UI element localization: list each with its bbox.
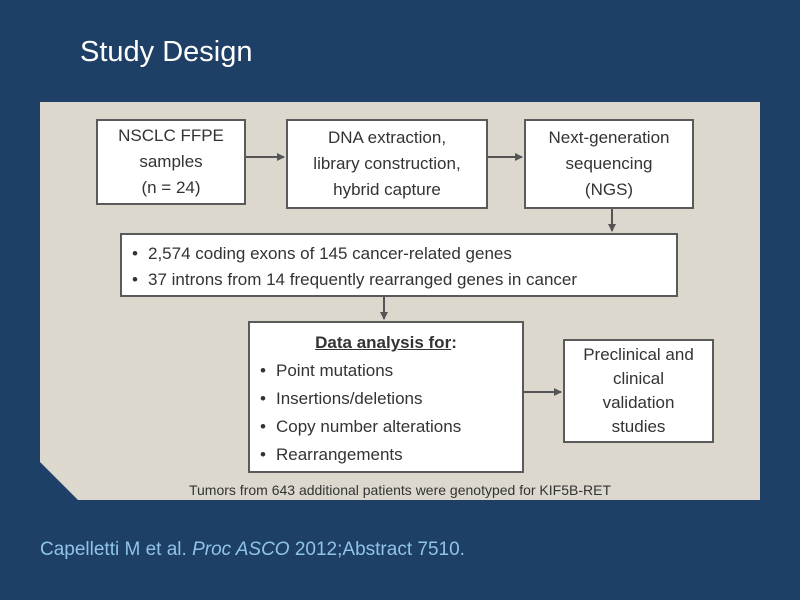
- ngs-box: Next-generation sequencing (NGS): [524, 119, 694, 209]
- ngs-line-1: Next-generation: [548, 128, 670, 147]
- samples-line-2: samples: [139, 152, 203, 171]
- validation-box: Preclinical and clinical validation stud…: [563, 339, 714, 443]
- slide-title: Study Design: [80, 36, 253, 68]
- analysis-item: Insertions/deletions: [250, 385, 522, 413]
- citation-journal: Proc ASCO: [192, 539, 290, 560]
- coverage-item: 2,574 coding exons of 145 cancer-related…: [122, 241, 676, 267]
- dna-line-2: library construction,: [313, 154, 461, 173]
- ngs-line-3: (NGS): [584, 180, 634, 199]
- validation-line-2: clinical: [612, 369, 665, 388]
- validation-line-4: studies: [611, 417, 666, 436]
- validation-line-1: Preclinical and: [583, 345, 694, 364]
- coverage-box: 2,574 coding exons of 145 cancer-related…: [120, 233, 678, 297]
- validation-line-3: validation: [602, 393, 675, 412]
- samples-box: NSCLC FFPE samples (n = 24): [96, 119, 246, 205]
- coverage-item: 37 introns from 14 frequently rearranged…: [122, 267, 676, 293]
- dna-line-3: hybrid capture: [333, 180, 441, 199]
- citation: Capelletti M et al. Proc ASCO 2012;Abstr…: [40, 539, 465, 561]
- dna-extraction-box: DNA extraction, library construction, hy…: [286, 119, 488, 209]
- analysis-item: Rearrangements: [250, 441, 522, 469]
- dna-line-1: DNA extraction,: [327, 128, 447, 147]
- samples-line-3: (n = 24): [141, 178, 201, 197]
- citation-ref: 2012;Abstract 7510.: [294, 539, 465, 560]
- analysis-item: Copy number alterations: [250, 413, 522, 441]
- analysis-item: Point mutations: [250, 357, 522, 385]
- samples-line-1: NSCLC FFPE: [118, 126, 224, 145]
- analysis-heading: Data analysis for: [315, 333, 452, 352]
- ngs-line-2: sequencing: [565, 154, 653, 173]
- footnote: Tumors from 643 additional patients were…: [188, 482, 612, 498]
- citation-authors: Capelletti M et al.: [40, 539, 187, 560]
- data-analysis-box: Data analysis for: Point mutations Inser…: [248, 321, 524, 473]
